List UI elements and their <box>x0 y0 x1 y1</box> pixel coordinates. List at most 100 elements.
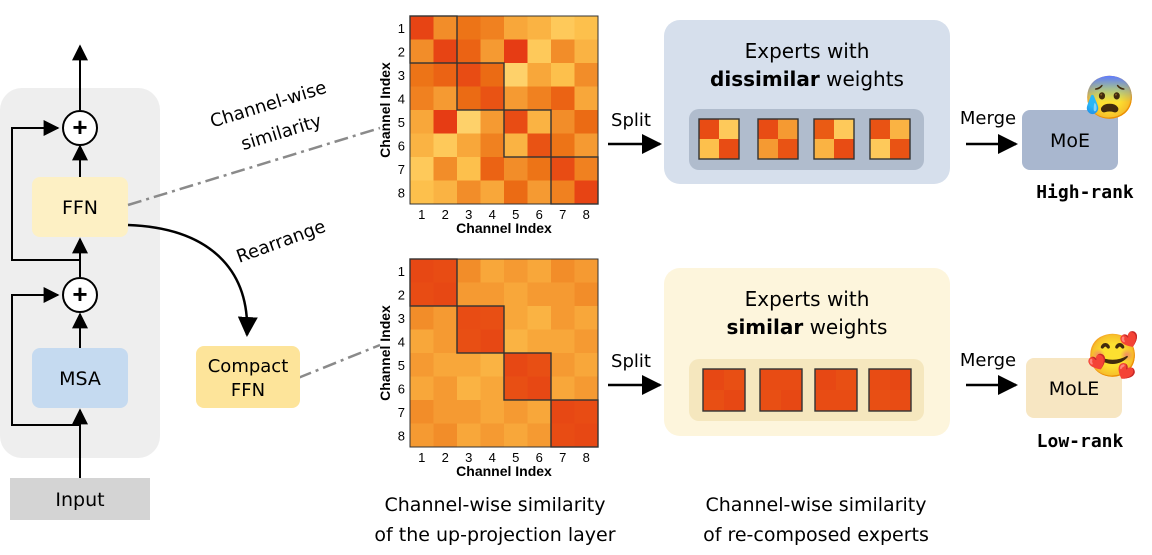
heatmap-top-cell <box>551 86 575 111</box>
moe-box <box>1022 110 1118 170</box>
heatmap-bottom-cell <box>527 329 552 354</box>
caption-right-line1: Channel-wise similarity <box>706 494 927 516</box>
heatmap-bottom-cell <box>480 400 505 424</box>
heatmap-top-x-axis-label: Channel Index <box>456 220 552 236</box>
add-circle-lower <box>62 277 98 313</box>
heatmap-bottom-y-axis-label: Channel Index <box>377 305 393 401</box>
heatmap-bottom-cell <box>504 329 528 354</box>
experts-dissimilar-inner <box>689 109 924 170</box>
heatmap-top-cell <box>551 110 575 134</box>
heatmap-bottom-cell <box>504 306 528 330</box>
heatmap-bottom-cell <box>551 259 575 283</box>
heatmap-bottom-y-tick: 4 <box>398 334 405 349</box>
caption-left-line1: Channel-wise similarity <box>385 494 606 516</box>
split-label-top: Split <box>611 110 651 131</box>
similarity-dashdot-top <box>127 126 381 207</box>
ffn-box <box>32 177 128 237</box>
similar-expert-cell <box>890 390 912 412</box>
experts-dissimilar-title-1: Experts with <box>745 39 870 63</box>
heatmap-top-y-tick: 6 <box>398 138 405 153</box>
heatmap-top-y-tick: 7 <box>398 162 405 177</box>
heatmap-bottom-cell <box>457 400 481 424</box>
similar-expert <box>814 368 858 412</box>
similar-expert-cell <box>781 369 803 391</box>
heatmap-top-cell <box>433 16 458 40</box>
heatmap-top-cell <box>480 86 505 111</box>
residual-connection-msa <box>11 287 80 426</box>
dissimilar-expert-cell <box>758 139 779 160</box>
heatmap-bottom-cell <box>410 353 434 377</box>
heatmap-top-y-tick: 8 <box>398 185 405 200</box>
heatmap-bottom-cell <box>480 353 505 377</box>
mole-box <box>1026 358 1122 418</box>
heatmap-top-x-tick: 7 <box>559 207 566 222</box>
input-box <box>10 478 150 520</box>
heatmap-top-cell <box>551 16 575 40</box>
heatmap-bottom-cell <box>410 282 434 307</box>
heatmap-top-cell <box>433 63 458 87</box>
dissimilar-expert-cell <box>814 119 835 140</box>
heatmap-bottom-cell <box>433 400 458 424</box>
heatmap-top-cell <box>410 180 434 205</box>
dissimilar-expert <box>813 118 855 160</box>
heatmap-top-cell <box>504 63 528 87</box>
low-rank-label: Low-rank <box>1037 431 1124 452</box>
heatmap-top-cell <box>457 133 481 158</box>
dissimilar-expert-cell <box>890 139 911 160</box>
heatmap-bottom-cell <box>574 282 599 307</box>
heatmap-top-cell <box>433 110 458 134</box>
heatmap-bottom-cell <box>457 282 481 307</box>
heatmap-top-cell <box>504 39 528 64</box>
heatmap-bottom-cell <box>433 353 458 377</box>
heatmap-top-y-tick: 1 <box>398 21 405 36</box>
heatmap-top-cell <box>480 110 505 134</box>
similar-expert-cell <box>760 390 782 412</box>
add-symbol-lower: + <box>72 279 87 309</box>
add-circle-upper <box>62 110 98 146</box>
caption-left-line2: of the up-projection layer <box>374 524 615 546</box>
heatmap-bottom-cell <box>457 329 481 354</box>
similar-expert-cell <box>703 369 725 391</box>
heatmap-top-cell <box>480 133 505 158</box>
heatmap-top-cell <box>504 180 528 205</box>
heatmap-top-x-tick: 6 <box>536 207 543 222</box>
heatmap-top-cell <box>574 39 599 64</box>
heatmap-bottom-cell <box>410 400 434 424</box>
dissimilar-expert-cell <box>778 139 799 160</box>
heatmap-bottom-cell <box>551 282 575 307</box>
heatmap-top-cell <box>457 39 481 64</box>
heatmap-top-y-tick: 2 <box>398 44 405 59</box>
heatmap-bottom-y-tick: 8 <box>398 428 405 443</box>
heatmap-bottom-cell <box>527 400 552 424</box>
heatmap-bottom-x-tick: 7 <box>559 450 566 465</box>
heatmap-top-y-tick: 5 <box>398 115 405 130</box>
heatmap-top-cell <box>410 133 434 158</box>
similar-expert-cell <box>836 390 858 412</box>
similar-expert-cell <box>724 369 746 391</box>
heatmap-bottom-cell <box>410 306 434 330</box>
heatmap-top-cell <box>527 133 552 158</box>
heatmap-top-cell <box>410 63 434 87</box>
heatmap-top-cell <box>574 110 599 134</box>
heatmap-top-cell <box>504 157 528 181</box>
dissimilar-expert-cell <box>814 139 835 160</box>
compact-ffn-label-2: FFN <box>231 380 265 401</box>
heatmap-top-cell <box>480 180 505 205</box>
residual-connection-ffn <box>11 120 80 261</box>
heatmap-bottom-cell <box>527 259 552 283</box>
msa-label: MSA <box>59 368 101 390</box>
dissimilar-expert <box>757 118 799 160</box>
heatmap-bottom-cell <box>551 376 575 401</box>
heatmap-top-cell <box>480 157 505 181</box>
merge-label-top: Merge <box>960 108 1016 129</box>
heatmap-top-cell <box>410 86 434 111</box>
heatmap-bottom-x-tick: 4 <box>489 450 496 465</box>
similar-expert <box>702 368 746 412</box>
compact-ffn-box <box>196 346 300 408</box>
heatmap-top-y-tick: 3 <box>398 68 405 83</box>
heatmap-top-y-tick: 4 <box>398 91 405 106</box>
heatmap-bottom-cell <box>527 376 552 401</box>
heatmap-bottom-cell <box>410 376 434 401</box>
heatmap-top-cell <box>433 157 458 181</box>
